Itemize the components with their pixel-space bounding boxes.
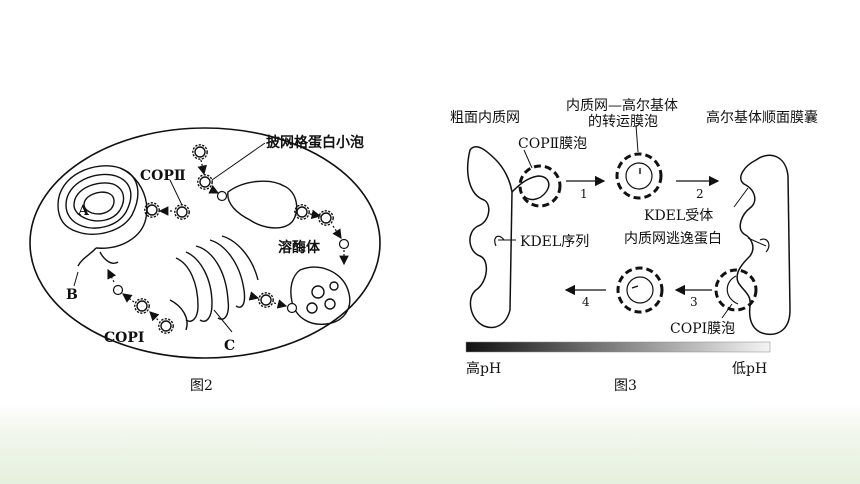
label-copii: COPⅡ [140, 168, 186, 184]
label-copi: COPⅠ [104, 330, 144, 346]
label-lysosome: 溶酶体 [278, 239, 321, 256]
label-copi-vesicle: COPⅠ膜泡 [670, 321, 735, 337]
label-copii-vesicle: COPⅡ膜泡 [518, 136, 587, 152]
label-kdel-sequence: KDEL序列 [520, 234, 589, 250]
cis-golgi [736, 154, 791, 336]
footer-band [0, 404, 860, 484]
label-escaped-protein: 内质网逃逸蛋白 [624, 231, 722, 247]
label-step-3: 3 [690, 295, 698, 309]
figure-3: 粗面内质网 内质网—高尔基体 的转运膜泡 高尔基体顺面膜囊 COPⅡ膜泡 KDE… [450, 97, 818, 394]
fig2-leaders [73, 142, 266, 333]
ph-gradient-bar [465, 341, 771, 353]
label-c: C [224, 338, 235, 354]
label-rough-er: 粗面内质网 [450, 110, 520, 126]
fig3-vesicles [518, 152, 770, 314]
cell-membrane [29, 127, 381, 359]
label-transport-vesicle-1: 内质网—高尔基体 [566, 97, 678, 114]
fig3-leaders [498, 124, 767, 319]
label-step-4: 4 [582, 295, 590, 309]
figure-3-caption: 图3 [614, 378, 637, 394]
label-cis-golgi: 高尔基体顺面膜囊 [706, 109, 818, 126]
rough-er [466, 146, 513, 329]
kdel-stem [494, 235, 505, 247]
label-a: A [77, 203, 90, 219]
organelle-a [57, 165, 148, 267]
organelle-c [169, 235, 259, 331]
rough-er-inner [511, 175, 550, 201]
figure-2: A B C COPⅡ COPⅠ 披网格蛋白小泡 溶酶体 图2 [29, 127, 381, 394]
label-clathrin-vesicle: 披网格蛋白小泡 [266, 134, 364, 151]
label-step-2: 2 [696, 187, 704, 201]
label-transport-vesicle-2: 的转运膜泡 [588, 114, 658, 130]
transport-body [227, 180, 298, 229]
vesicle-pathway [107, 144, 350, 334]
label-step-1: 1 [580, 187, 588, 201]
label-b: B [66, 287, 78, 303]
fig3-step-arrows [564, 175, 720, 296]
label-low-ph: 低pH [732, 361, 767, 377]
label-kdel-receptor: KDEL受体 [644, 208, 713, 224]
lysosome-body [290, 266, 351, 325]
figure-2-caption: 图2 [190, 378, 213, 394]
label-high-ph: 高pH [466, 360, 501, 377]
